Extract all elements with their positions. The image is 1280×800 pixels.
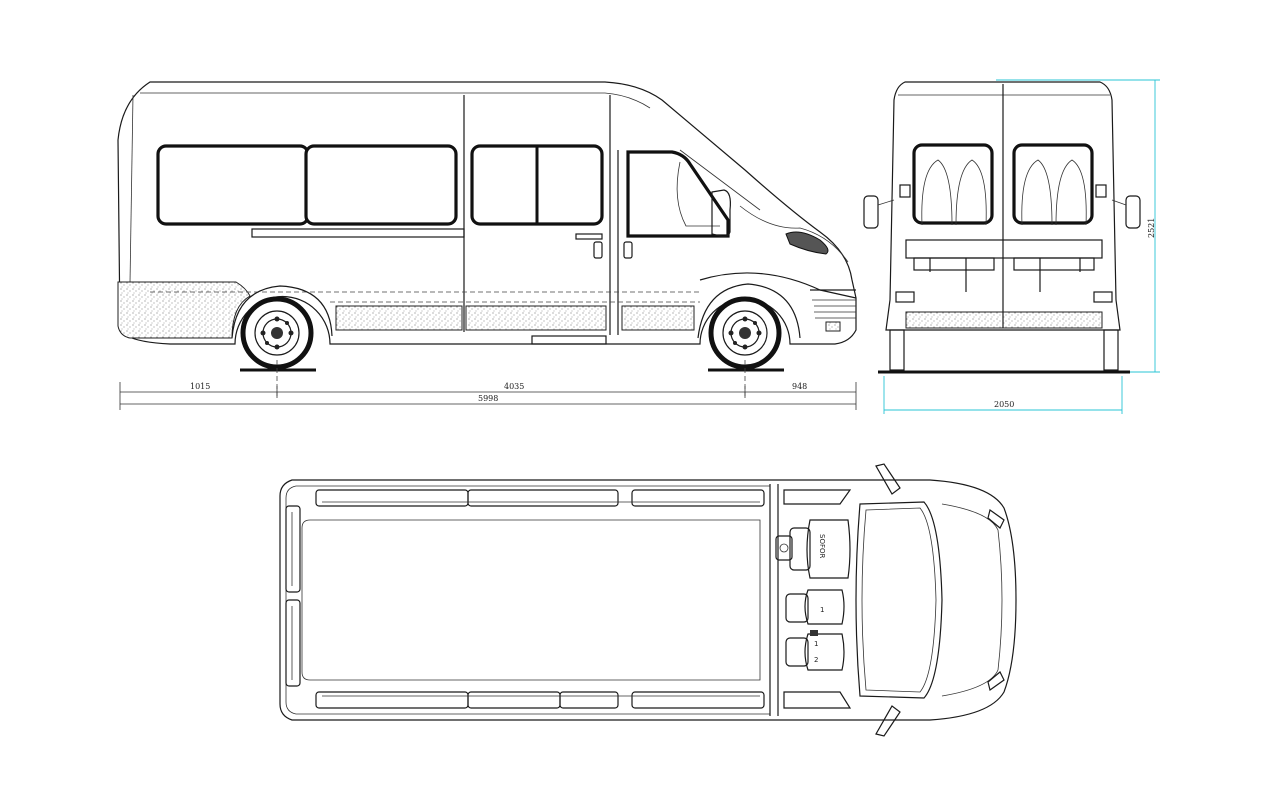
rear-mirror-right (1125, 195, 1141, 229)
rear-mirror-left (863, 195, 879, 229)
rear-arch (231, 285, 333, 339)
dim-overall-length: 5998 (478, 394, 498, 403)
driver-seat-label: SOFOR (818, 534, 826, 558)
skirt-panel-1 (335, 305, 463, 331)
rear-body-outline (885, 81, 1121, 331)
plan-window-bottom-2 (467, 691, 561, 709)
front-bumper (810, 289, 856, 332)
seat-number-1: 1 (820, 606, 824, 614)
hood-line (739, 205, 849, 263)
rear-window-left (912, 143, 994, 225)
plan-rear-door-upper (285, 505, 301, 593)
plan-mirror-bottom (875, 705, 901, 737)
plan-window-bottom-1 (315, 691, 469, 709)
side-mirror (711, 189, 731, 238)
roof-line (140, 92, 651, 109)
height-dimension: 2521 (996, 79, 1160, 373)
length-dimensions: 1015 4035 948 5998 (119, 382, 857, 410)
a-pillar (679, 149, 761, 211)
dim-overall-width: 2050 (994, 400, 1014, 409)
rear-reflector-left (895, 291, 915, 303)
plan-view: SOFOR 1 1 2 (279, 463, 1017, 737)
side-view: 1015 4035 948 5998 (117, 81, 857, 410)
dim-overall-height: 2521 (1147, 218, 1156, 238)
plan-rear-door-lower (285, 599, 301, 687)
plan-headlight-bottom (987, 671, 1005, 692)
front-arch (697, 283, 801, 339)
dim-rear-overhang: 1015 (190, 382, 210, 391)
plan-cab-window-bottom (783, 691, 852, 709)
passenger-seat-1: 1 (785, 589, 845, 625)
plan-cargo-floor (301, 519, 761, 681)
passenger-seat-2: 1 2 (785, 630, 845, 671)
rear-reflector-right (1093, 291, 1113, 303)
dim-wheelbase: 4035 (504, 382, 524, 391)
driver-seat: SOFOR (775, 519, 851, 579)
rear-tyre-right (1103, 329, 1119, 371)
rear-tyre-left (889, 329, 905, 371)
plan-headlight-top (987, 508, 1005, 529)
entry-step (531, 335, 607, 345)
rear-view: 2050 2521 (863, 79, 1160, 414)
slide-rail (251, 228, 465, 238)
plan-window-bottom-3 (559, 691, 619, 709)
seat-number-2: 1 (814, 640, 818, 648)
rear-edge-line (129, 94, 134, 284)
plan-mirror-top (875, 463, 901, 495)
plan-hood (941, 503, 1003, 697)
skirt-panel-3 (621, 305, 695, 331)
front-fender (699, 272, 857, 299)
window-rear-1 (156, 144, 310, 226)
plan-window-top-1 (315, 489, 469, 507)
rear-view-bumper (905, 311, 1103, 329)
cab-window (626, 150, 730, 238)
window-rear-2 (304, 144, 458, 226)
slide-door-handle (593, 241, 603, 259)
rear-light-right (1095, 184, 1107, 198)
rear-bumper (117, 281, 251, 339)
skirt-panel-2 (465, 305, 607, 331)
rear-window-right (1012, 143, 1094, 225)
rear-light-left (899, 184, 911, 198)
seat-number-3: 2 (814, 656, 818, 664)
plan-window-top-2 (467, 489, 619, 507)
cab-window-inner (676, 161, 720, 227)
door-label-plate (575, 233, 603, 240)
headlight (785, 231, 829, 255)
plan-window-bottom-4 (631, 691, 765, 709)
plan-window-top-3 (631, 489, 765, 507)
rear-seat-backs (921, 159, 1087, 226)
plan-body-outline (279, 479, 1017, 721)
plan-inner-outline (285, 485, 771, 715)
plan-windscreen (855, 501, 943, 699)
dim-front-overhang: 948 (792, 382, 807, 391)
front-wheel (708, 296, 782, 370)
plan-cab-window-top (783, 489, 852, 505)
cab-door-handle (623, 241, 633, 259)
rear-seat-frames (905, 239, 1103, 292)
rear-wheel (240, 296, 314, 370)
width-dimension: 2050 (883, 376, 1123, 414)
